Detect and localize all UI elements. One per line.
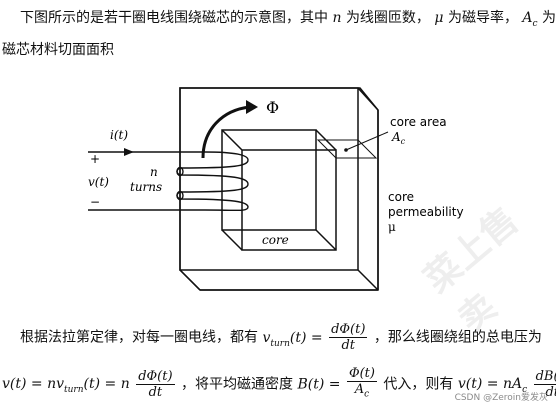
- dphi-dt-fraction: dΦ(t)dt: [329, 322, 368, 353]
- plus-sign: +: [90, 152, 100, 166]
- n-label: n: [150, 165, 158, 179]
- substitute-text: 代入，则有: [383, 376, 454, 393]
- faraday-text: 根据法拉第定律，对每一圈电线，都有: [20, 329, 258, 346]
- intro-paragraph-cont: 磁芯材料切面面积: [2, 42, 114, 58]
- phi-ac-fraction: Φ(t)Ac: [346, 366, 377, 400]
- symbol-ac: Ac: [522, 10, 538, 29]
- csdn-watermark: CSDN @Zeroin爱发灰: [454, 393, 548, 403]
- intro-text-4: 为: [542, 10, 556, 26]
- b-eq: B(t) =: [297, 376, 341, 393]
- core-front-face: [179, 87, 359, 271]
- dphi-dt-fraction-2: dΦ(t)dt: [136, 368, 175, 400]
- faraday-paragraph: 根据法拉第定律，对每一圈电线，都有 vturn(t) = dΦ(t)dt ，那么…: [20, 322, 542, 353]
- total-voltage-eq: v(t) = nvturn(t) = n: [2, 376, 130, 396]
- intro-text-3: 为磁导率，: [447, 10, 518, 26]
- flux-arrow: [201, 105, 251, 159]
- current-label: i(t): [110, 128, 128, 142]
- core-area-leader: [345, 131, 389, 151]
- final-eq: v(t) = nAc: [457, 376, 528, 396]
- minus-sign: −: [90, 195, 100, 209]
- intro-paragraph: 下图所示的是若干圈电线围绕磁芯的示意图，其中 n 为线圈匝数， μ 为磁导率， …: [20, 8, 556, 34]
- flux-arrowhead: [246, 100, 258, 114]
- equation-paragraph: v(t) = nvturn(t) = n dΦ(t)dt ，将平均磁通密度 B(…: [2, 366, 556, 403]
- core-area-symbol: Ac: [391, 130, 406, 146]
- core-label: core: [262, 233, 289, 247]
- faraday-text-2: ，那么线圈绕组的总电压为: [373, 329, 542, 346]
- intro-text-2: 为线圈匝数，: [345, 10, 430, 26]
- perm-label-1: core: [388, 190, 414, 204]
- perm-label-2: permeability: [388, 205, 464, 219]
- current-arrow: [124, 148, 134, 156]
- vturn-lhs: vturn(t) =: [262, 329, 323, 349]
- phi-label: Φ: [266, 98, 279, 117]
- db-dt-fraction: dB(t)dt: [533, 369, 556, 400]
- symbol-mu: μ: [434, 10, 444, 26]
- voltage-label: v(t): [88, 175, 109, 189]
- perm-mu: μ: [388, 220, 396, 234]
- coil-winding: [176, 151, 249, 212]
- turns-label: turns: [130, 180, 162, 194]
- symbol-n: n: [332, 10, 342, 26]
- core-area-label: core area: [390, 115, 447, 129]
- flux-density-text: ，将平均磁通密度: [181, 376, 293, 393]
- core-area-section: [316, 139, 378, 159]
- intro-text-1: 下图所示的是若干圈电线围绕磁芯的示意图，其中: [20, 10, 328, 26]
